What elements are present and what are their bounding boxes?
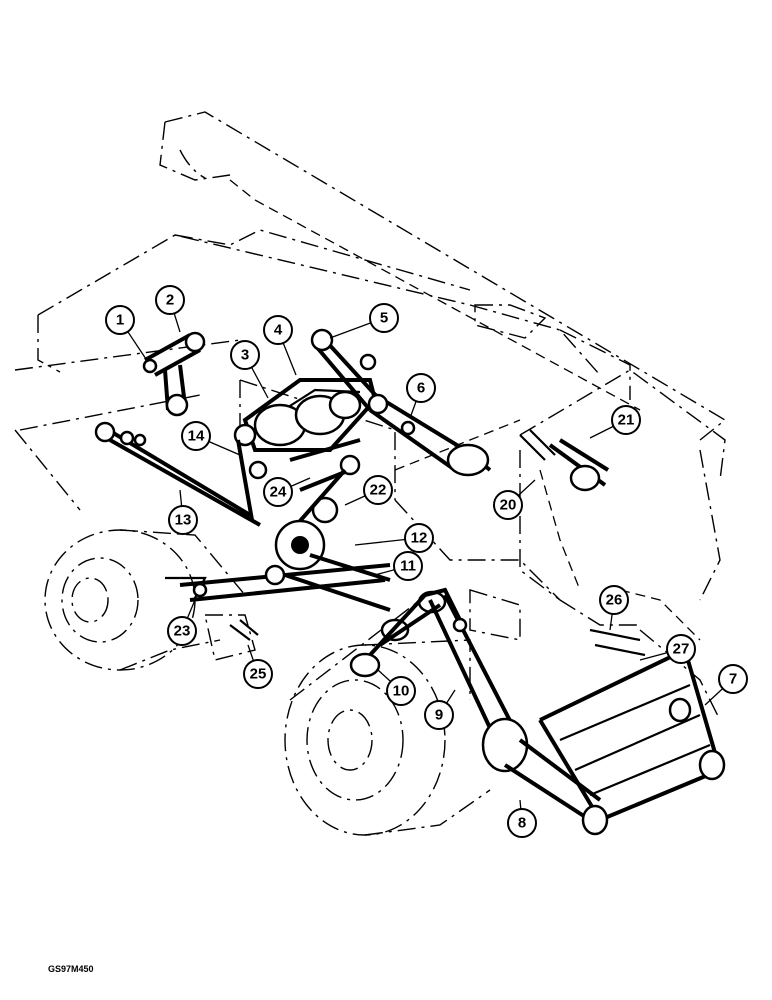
callout-circle bbox=[105, 305, 135, 335]
callout-number: 7 bbox=[729, 671, 737, 688]
callout-number: 9 bbox=[435, 707, 443, 724]
callout-4: 4 bbox=[263, 315, 297, 376]
callout-circle bbox=[167, 616, 197, 646]
callout-number: 1 bbox=[116, 312, 124, 329]
callout-23: 23 bbox=[167, 599, 197, 646]
callout-12: 12 bbox=[354, 523, 434, 553]
callout-number: 26 bbox=[606, 592, 623, 609]
callout-27: 27 bbox=[639, 634, 696, 664]
callout-circle bbox=[369, 303, 399, 333]
callout-11: 11 bbox=[374, 551, 423, 581]
callout-circle bbox=[611, 405, 641, 435]
callout-number: 14 bbox=[188, 428, 205, 445]
callout-6: 6 bbox=[406, 373, 436, 419]
callout-circle bbox=[386, 676, 416, 706]
callout-number: 4 bbox=[274, 322, 283, 339]
callout-21: 21 bbox=[589, 405, 641, 439]
callout-number: 22 bbox=[370, 482, 387, 499]
callout-circle bbox=[181, 421, 211, 451]
callout-9: 9 bbox=[424, 689, 456, 730]
callout-circle bbox=[363, 475, 393, 505]
callout-number: 24 bbox=[270, 484, 287, 501]
belt-drive-system bbox=[94, 328, 726, 836]
callout-circle bbox=[507, 808, 537, 838]
figure-code: GS97M450 bbox=[48, 964, 94, 974]
callout-circle bbox=[406, 373, 436, 403]
callout-13: 13 bbox=[168, 489, 198, 535]
callout-8: 8 bbox=[507, 799, 537, 838]
callout-number: 8 bbox=[518, 815, 526, 832]
callout-number: 23 bbox=[174, 623, 191, 640]
callout-circle bbox=[718, 664, 748, 694]
callout-number: 11 bbox=[400, 558, 416, 575]
callout-14: 14 bbox=[181, 421, 241, 456]
callout-number: 25 bbox=[250, 666, 267, 683]
callout-number: 6 bbox=[417, 380, 425, 397]
callout-24: 24 bbox=[263, 477, 311, 507]
callout-25: 25 bbox=[243, 644, 273, 689]
callout-number: 3 bbox=[241, 347, 249, 364]
callout-5: 5 bbox=[329, 303, 399, 339]
callout-7: 7 bbox=[704, 664, 748, 706]
callout-circle bbox=[155, 285, 185, 315]
callout-circle bbox=[424, 700, 454, 730]
callout-20: 20 bbox=[493, 479, 536, 520]
callout-number: 21 bbox=[618, 412, 635, 429]
callout-2: 2 bbox=[155, 285, 185, 333]
callout-number: 10 bbox=[393, 683, 410, 700]
callout-circle bbox=[168, 505, 198, 535]
callout-number: 13 bbox=[175, 512, 192, 529]
callout-10: 10 bbox=[377, 669, 416, 706]
callout-number: 20 bbox=[500, 497, 517, 514]
callout-circle bbox=[393, 551, 423, 581]
callout-number: 27 bbox=[673, 641, 690, 658]
callout-number: 2 bbox=[166, 292, 174, 309]
callout-circle bbox=[666, 634, 696, 664]
callout-circle bbox=[404, 523, 434, 553]
callout-number: 5 bbox=[380, 310, 388, 327]
callout-circle bbox=[493, 490, 523, 520]
callout-number: 12 bbox=[411, 530, 428, 547]
machine-outline bbox=[14, 111, 727, 836]
callout-1: 1 bbox=[105, 305, 149, 363]
callout-3: 3 bbox=[230, 340, 269, 399]
callout-circle bbox=[599, 585, 629, 615]
callout-circle bbox=[230, 340, 260, 370]
callout-26: 26 bbox=[599, 585, 629, 631]
callout-circle bbox=[243, 659, 273, 689]
callout-22: 22 bbox=[344, 475, 393, 506]
callout-circle bbox=[263, 477, 293, 507]
callout-circle bbox=[263, 315, 293, 345]
